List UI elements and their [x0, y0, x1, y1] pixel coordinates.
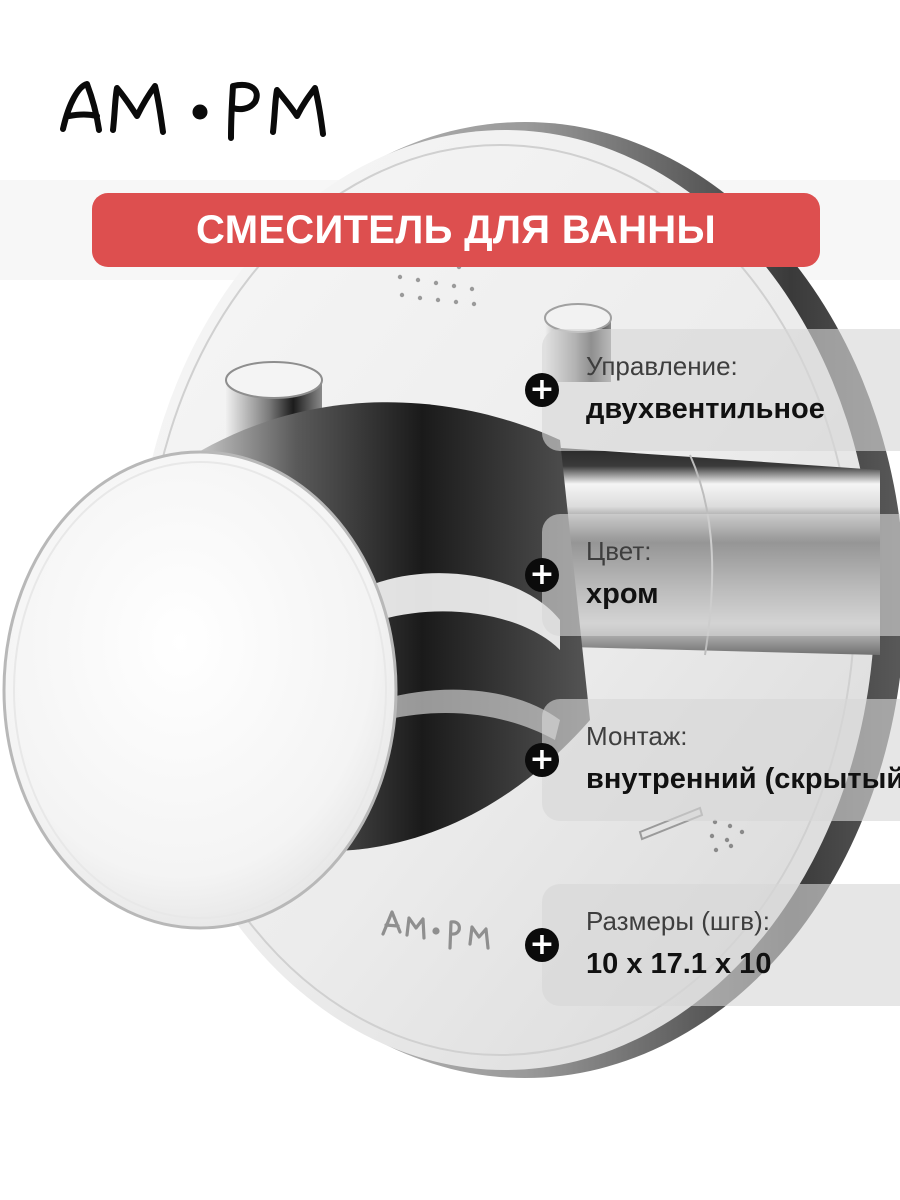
page-title: СМЕСИТЕЛЬ ДЛЯ ВАННЫ [196, 207, 716, 252]
spec-value: 10 х 17.1 х 10 [586, 948, 772, 980]
spec-card-dimensions: Размеры (шгв): 10 х 17.1 х 10 [542, 884, 900, 1006]
spec-label: Монтаж: [586, 721, 688, 751]
spec-label: Размеры (шгв): [586, 906, 770, 936]
plus-icon[interactable]: + [525, 558, 559, 592]
spec-label: Управление: [586, 351, 738, 381]
spec-card-mounting: Монтаж: внутренний (скрытый) [542, 699, 900, 821]
spec-value: внутренний (скрытый) [586, 763, 900, 795]
spec-card-color: Цвет: хром [542, 514, 900, 636]
title-banner: СМЕСИТЕЛЬ ДЛЯ ВАННЫ [92, 193, 820, 267]
spec-value: двухвентильное [586, 393, 825, 425]
engraved-brand-logo [381, 910, 490, 950]
spec-label: Цвет: [586, 536, 652, 566]
brand-logo [60, 81, 326, 141]
spec-card-control: Управление: двухвентильное [542, 329, 900, 451]
plus-icon[interactable]: + [525, 928, 559, 962]
plus-icon[interactable]: + [525, 743, 559, 777]
spec-value: хром [586, 578, 659, 610]
plus-icon[interactable]: + [525, 373, 559, 407]
